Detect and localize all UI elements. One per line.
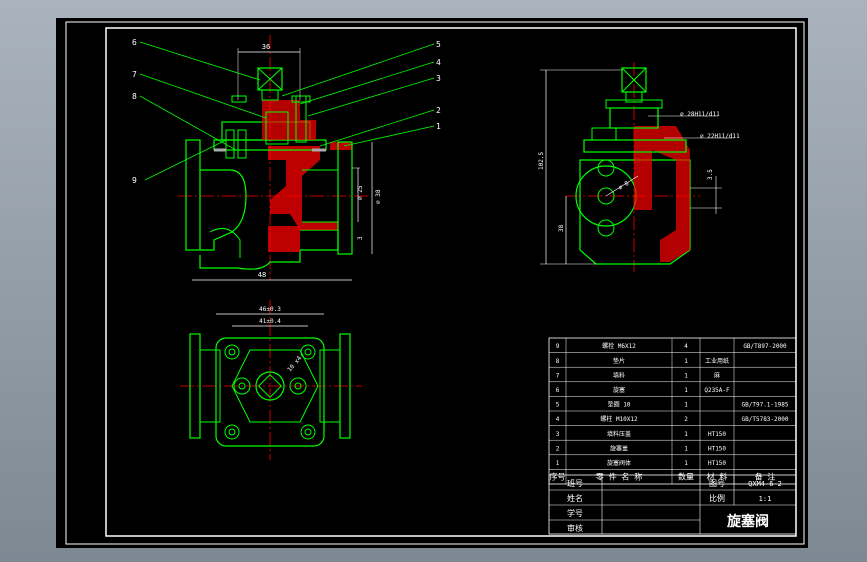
bom-cell-qty: 1 xyxy=(684,431,688,438)
bom-cell-qty: 1 xyxy=(684,460,688,467)
bom-cell-material: 工业用纸 xyxy=(705,357,729,365)
inner-frame xyxy=(105,27,797,537)
dim-small: 3 xyxy=(357,236,364,240)
dim-right: 3.5 xyxy=(707,169,714,180)
dim-top: 36 xyxy=(262,43,270,51)
bom-cell-name: 垫圈 10 xyxy=(608,401,631,409)
dim-d-top2: ⌀ 22H11/d11 xyxy=(700,133,740,140)
bom-cell-qty: 4 xyxy=(684,343,688,350)
balloon-1: 1 xyxy=(436,122,441,131)
tb-label-review: 审核 xyxy=(567,523,583,533)
bom-cell-name: 螺柱 M10X12 xyxy=(600,415,638,423)
balloon-2: 2 xyxy=(436,106,441,115)
bom-cell-qty: 1 xyxy=(684,445,688,452)
bom-cell-qty: 1 xyxy=(684,387,688,394)
bom-cell-note: GB/T897-2000 xyxy=(743,343,787,350)
bom-cell-no: 7 xyxy=(556,372,560,379)
dim-bottom: 48 xyxy=(258,271,266,279)
bom-cell-no: 4 xyxy=(556,416,560,423)
bom-cell-no: 5 xyxy=(556,402,560,409)
balloon-5: 5 xyxy=(436,40,441,49)
bom-cell-name: 旋塞盖 xyxy=(610,444,628,452)
tb-label-class: 班号 xyxy=(567,478,583,488)
bom-header-note: 备 注 xyxy=(755,472,776,482)
dim-d2: ⌀ 38 xyxy=(375,189,382,204)
bom-cell-name: 旋塞 xyxy=(613,386,625,394)
tb-scale: 1:1 xyxy=(759,495,772,503)
dim-inner: 41±0.4 xyxy=(259,318,281,325)
balloon-6: 6 xyxy=(132,38,137,47)
balloon-9: 9 xyxy=(132,176,137,185)
balloon-3: 3 xyxy=(436,74,441,83)
bom-cell-name: 旋塞阀体 xyxy=(607,459,631,467)
bom-cell-material: HT150 xyxy=(708,460,726,467)
bom-cell-note: GB/T5783-2000 xyxy=(742,416,789,423)
bom-header-no: 序号 xyxy=(550,472,566,482)
dim-d1: ⌀ 25 xyxy=(357,185,364,200)
bom-cell-material: 麻 xyxy=(714,371,720,379)
bom-cell-no: 1 xyxy=(556,460,560,467)
tb-label-name: 姓名 xyxy=(567,493,583,503)
bom-cell-qty: 1 xyxy=(684,358,688,365)
bom-cell-no: 6 xyxy=(556,387,560,394)
title-block: 班号 姓名 学号 审核 图号 QXM4-6-2 比例 1:1 旋塞阀 xyxy=(548,474,797,535)
bom-header-qty: 数量 xyxy=(678,472,694,482)
dim-height: 102.5 xyxy=(538,152,545,170)
front-view: 36 48 ⌀ 25 ⌀ 38 3 6 7 8 9 5 4 3 2 1 xyxy=(132,35,441,281)
balloon-4: 4 xyxy=(436,58,441,67)
bom-cell-no: 9 xyxy=(556,343,560,350)
bom-cell-material: HT150 xyxy=(708,431,726,438)
bom-cell-qty: 1 xyxy=(684,372,688,379)
dim-mid: 38 xyxy=(558,224,565,232)
dim-d-top1: ⌀ 28H11/d11 xyxy=(680,111,720,118)
dim-d-small: ⌀ 8 xyxy=(617,180,630,192)
bom-cell-no: 2 xyxy=(556,445,560,452)
balloon-8: 8 xyxy=(132,92,137,101)
bom-cell-note: GB/T97.1-1985 xyxy=(742,402,789,409)
bom-cell-name: 螺栓 M6X12 xyxy=(602,342,636,350)
bom-cell-qty: 1 xyxy=(684,402,688,409)
tb-scale-label: 比例 xyxy=(709,493,725,503)
bom-cell-material: Q235A-F xyxy=(704,387,730,394)
tb-drawing-no: QXM4-6-2 xyxy=(748,480,782,488)
balloon-7: 7 xyxy=(132,70,137,79)
dim-outer: 46±0.3 xyxy=(259,306,281,313)
bom-cell-no: 3 xyxy=(556,431,560,438)
bom-cell-name: 填料 xyxy=(613,371,625,379)
bom-cell-name: 垫片 xyxy=(613,357,625,365)
bom-header-material: 材 料 xyxy=(707,472,728,482)
bom-cell-qty: 2 xyxy=(684,416,688,423)
tb-drawing-no-label: 图号 xyxy=(709,479,725,488)
bom-cell-name: 填料压盖 xyxy=(607,430,631,438)
drawing-sheet xyxy=(56,18,808,548)
bom-cell-material: HT150 xyxy=(708,445,726,452)
outer-frame xyxy=(65,21,805,545)
tb-label-id: 学号 xyxy=(567,508,583,518)
bom-cell-no: 8 xyxy=(556,358,560,365)
side-view: 102.5 38 ⌀ 8 ⌀ 28H11/d11 ⌀ 22H11/d11 3.5 xyxy=(538,62,740,272)
bom-header-name: 零 件 名 称 xyxy=(596,472,642,482)
tb-title: 旋塞阀 xyxy=(726,513,769,530)
